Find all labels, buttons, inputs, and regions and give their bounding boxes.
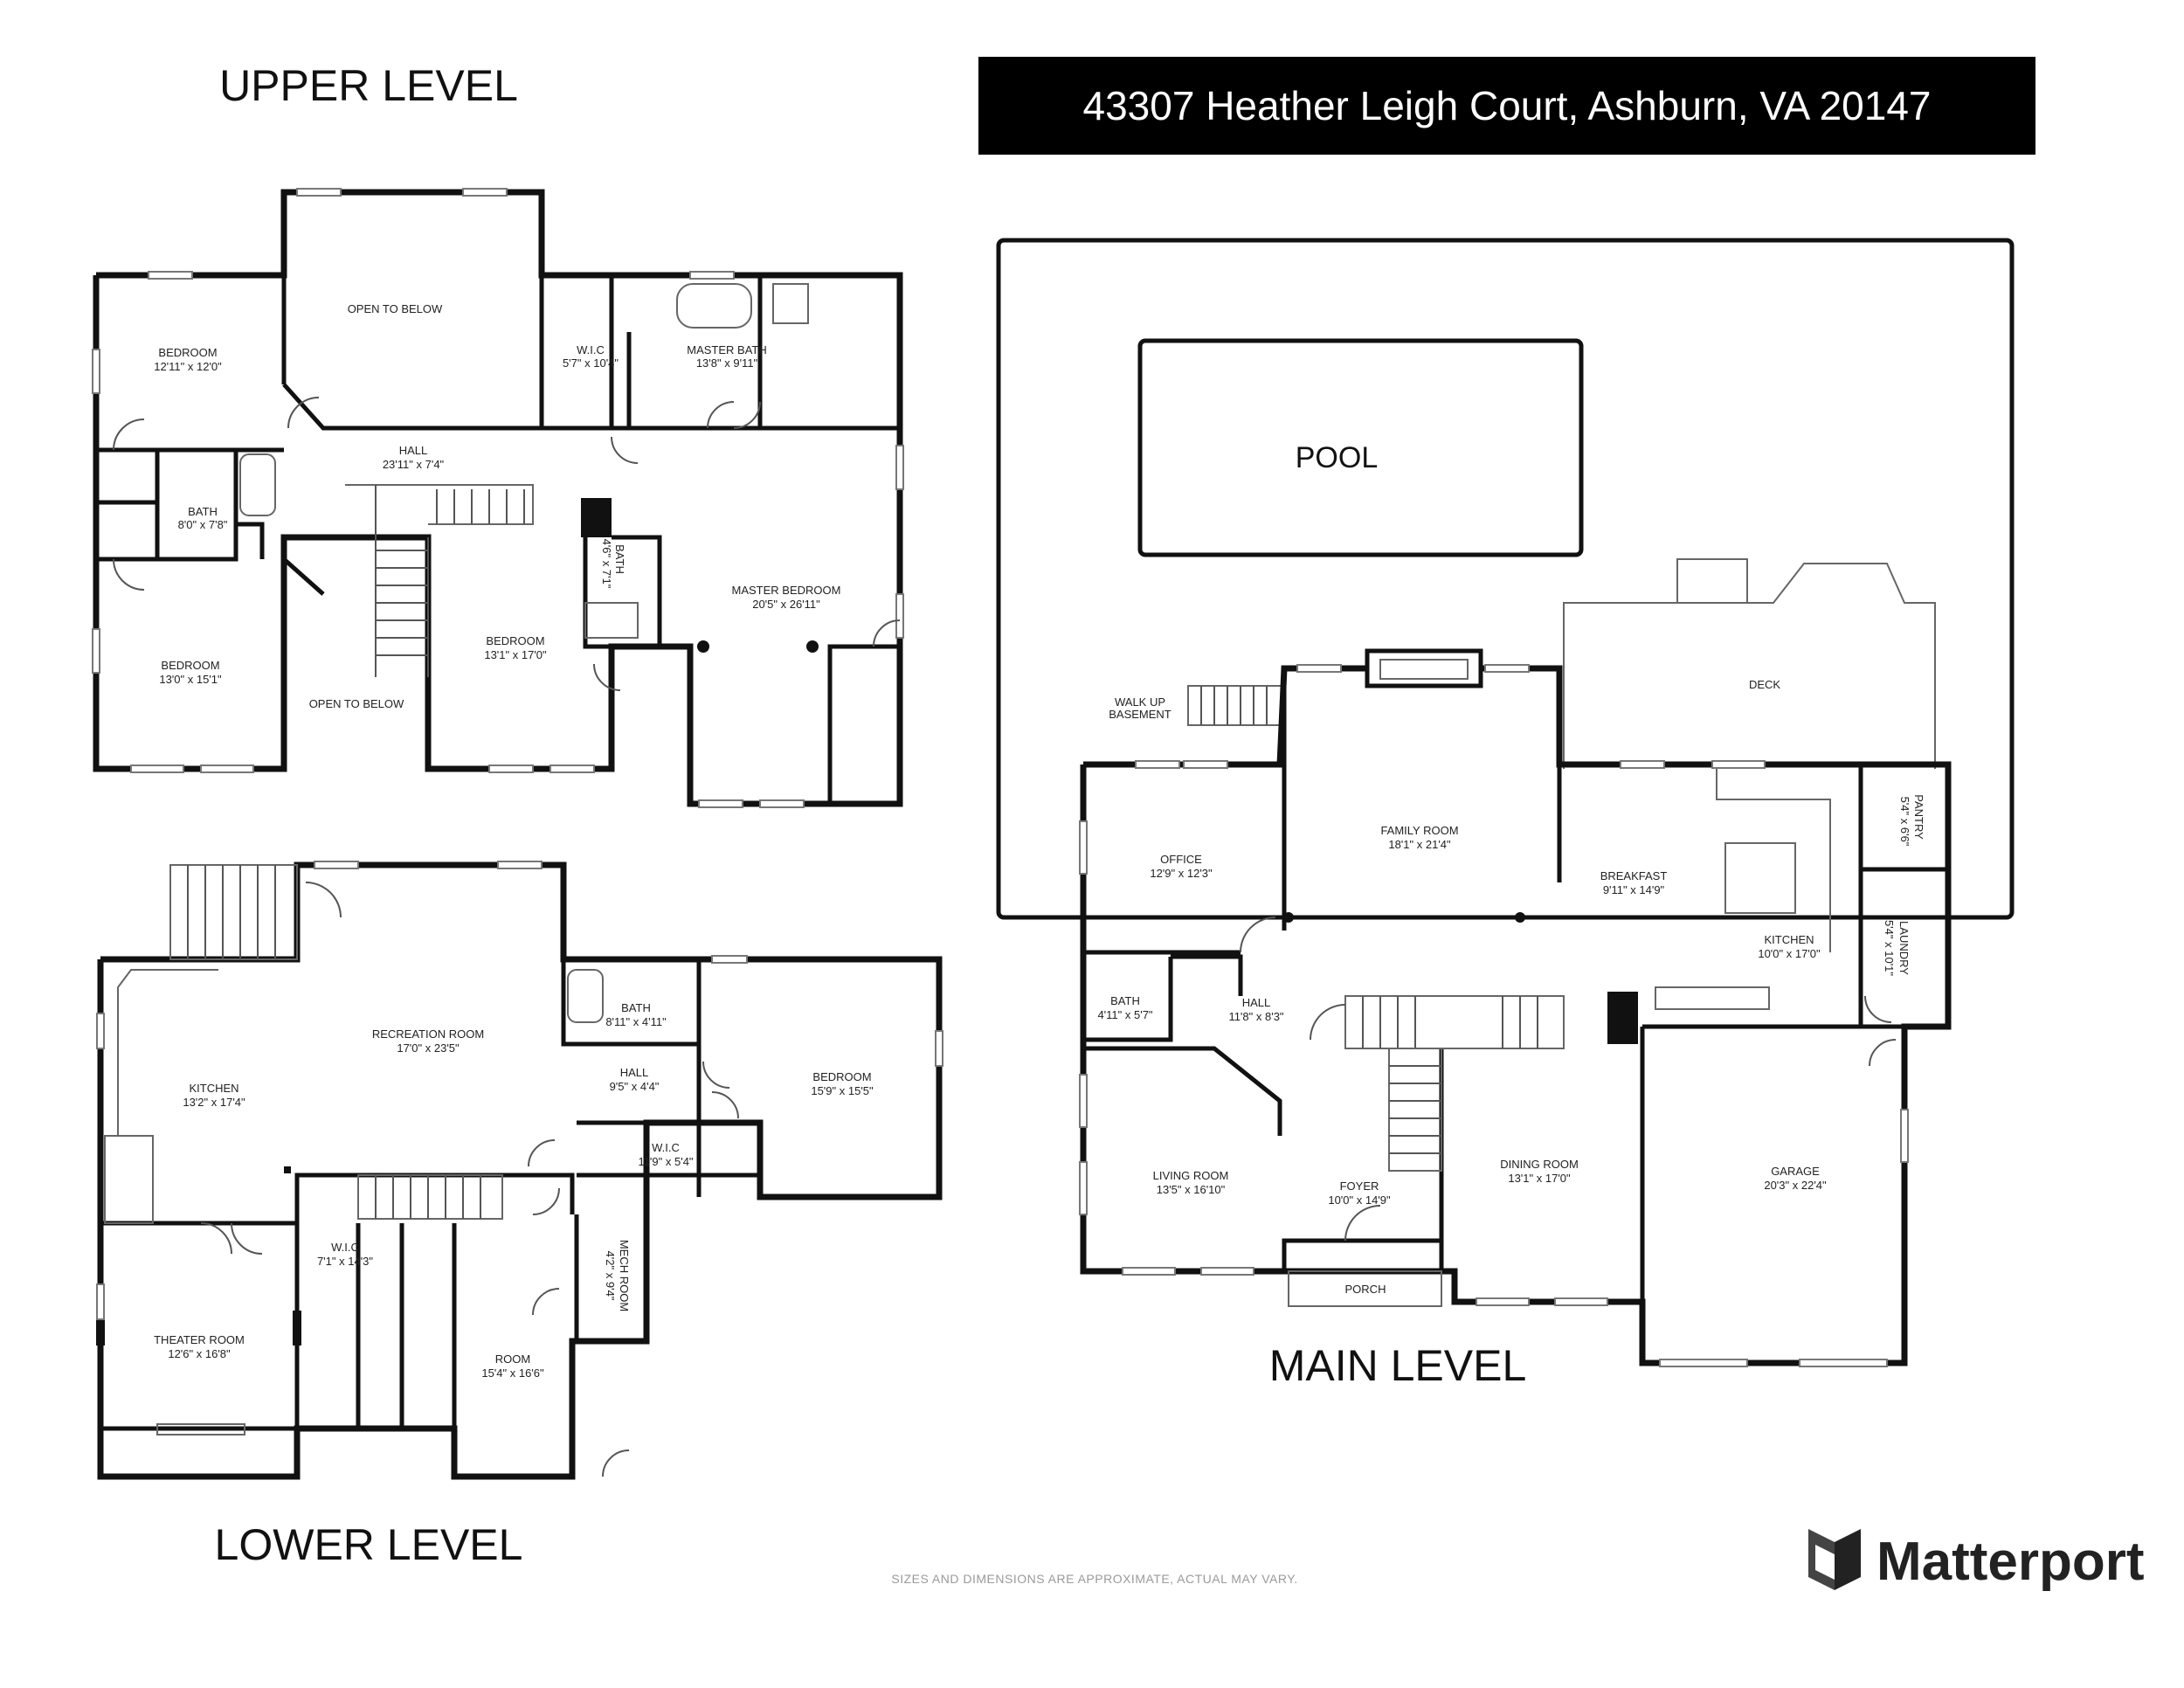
- deck-label: DECK: [1749, 678, 1780, 691]
- upper-bedroom-1-name: BEDROOM: [158, 346, 217, 359]
- main-bath-name: BATH: [1110, 994, 1140, 1007]
- garage-name: GARAGE: [1771, 1165, 1820, 1178]
- breakfast-name: BREAKFAST: [1600, 869, 1668, 882]
- main-room-labels: POOL DECK WALK UP BASEMENT FAMILY ROOM 1…: [1097, 441, 1925, 1296]
- upper-bath-1-dim: 8'0" x 7'8": [178, 518, 228, 531]
- pantry-dim: 5'4" x 6'6": [1898, 797, 1911, 847]
- upper-open-below-2-name: OPEN TO BELOW: [309, 697, 404, 710]
- laundry-dim: 5'4" x 10'1": [1883, 920, 1896, 976]
- lower-wic-2-dim: 7'1" x 14'3": [317, 1255, 373, 1268]
- upper-bedroom-1-dim: 12'11" x 12'0": [154, 360, 222, 373]
- dining-room-name: DINING ROOM: [1500, 1158, 1579, 1171]
- upper-room-labels: BEDROOM 12'11" x 12'0" OPEN TO BELOW W.I…: [154, 302, 840, 710]
- upper-level-plan: [92, 188, 904, 808]
- porch-name: PORCH: [1345, 1283, 1386, 1296]
- upper-bedroom-2-dim: 13'1" x 17'0": [484, 648, 547, 661]
- upper-level-title: UPPER LEVEL: [219, 61, 518, 110]
- lower-room-name: ROOM: [495, 1352, 530, 1366]
- foyer-dim: 10'0" x 14'9": [1328, 1193, 1391, 1207]
- pool: [1137, 338, 1584, 557]
- upper-master-bedroom-dim: 20'5" x 26'11": [752, 598, 820, 611]
- upper-master-bath-dim: 13'8" x 9'11": [696, 356, 758, 370]
- upper-bath-2-dim: 4'6" x 7'1": [600, 539, 613, 589]
- upper-bedroom-3-dim: 13'0" x 15'1": [159, 673, 222, 686]
- lower-kitchen-name: KITCHEN: [189, 1082, 238, 1095]
- disclaimer: SIZES AND DIMENSIONS ARE APPROXIMATE, AC…: [891, 1572, 1297, 1586]
- upper-stairs: [375, 485, 525, 677]
- lower-bedroom-name: BEDROOM: [812, 1070, 871, 1083]
- walk-up-sublabel: BASEMENT: [1109, 708, 1171, 721]
- main-level-title: MAIN LEVEL: [1269, 1341, 1527, 1390]
- lower-room-labels: RECREATION ROOM 17'0" x 23'5" BATH 8'11"…: [154, 1001, 874, 1380]
- main-stairs: [1344, 995, 1565, 1172]
- mech-room-name: MECH ROOM: [618, 1240, 631, 1311]
- matterport-logo-icon: [1808, 1529, 1861, 1590]
- lower-bedroom-dim: 15'9" x 15'5": [811, 1084, 874, 1097]
- upper-hall-name: HALL: [399, 444, 428, 457]
- lower-stairs: [169, 864, 503, 1220]
- upper-wic-dim: 5'7" x 10'4": [563, 356, 619, 370]
- main-hall-name: HALL: [1242, 996, 1271, 1009]
- lower-bath-name: BATH: [621, 1001, 651, 1014]
- recreation-room-name: RECREATION ROOM: [372, 1027, 484, 1041]
- lower-wic-2-name: W.I.C: [331, 1241, 359, 1254]
- kitchen-dim: 10'0" x 17'0": [1758, 947, 1821, 960]
- kitchen-name: KITCHEN: [1764, 933, 1814, 946]
- family-room-name: FAMILY ROOM: [1380, 824, 1458, 837]
- lower-room-dim: 15'4" x 16'6": [481, 1366, 544, 1380]
- address-text: 43307 Heather Leigh Court, Ashburn, VA 2…: [1083, 83, 1932, 128]
- walk-up-stairs: [1187, 685, 1285, 726]
- mech-room-dim: 4'2" x 9'4": [604, 1251, 617, 1301]
- office-dim: 12'9" x 12'3": [1150, 867, 1213, 880]
- walk-up-label: WALK UP: [1115, 695, 1165, 709]
- upper-hall-dim: 23'11" x 7'4": [383, 458, 445, 471]
- living-room-name: LIVING ROOM: [1153, 1169, 1229, 1182]
- living-room-dim: 13'5" x 16'10": [1157, 1183, 1226, 1196]
- upper-wic-name: W.I.C: [577, 343, 605, 356]
- lower-wic-1-name: W.I.C: [652, 1141, 680, 1154]
- breakfast-dim: 9'11" x 14'9": [1603, 883, 1665, 896]
- dining-room-dim: 13'1" x 17'0": [1508, 1172, 1571, 1185]
- main-hall-dim: 11'8" x 8'3": [1228, 1010, 1283, 1023]
- upper-bath-2-name: BATH: [613, 544, 626, 574]
- pool-label: POOL: [1296, 441, 1378, 474]
- upper-open-below-1-name: OPEN TO BELOW: [348, 302, 443, 315]
- office-name: OFFICE: [1160, 853, 1202, 866]
- upper-master-bedroom-name: MASTER BEDROOM: [732, 584, 841, 597]
- address-banner: [978, 57, 2035, 155]
- garage-dim: 20'3" x 22'4": [1764, 1179, 1827, 1192]
- theater-room-dim: 12'6" x 16'8": [168, 1347, 231, 1360]
- upper-bedroom-3-name: BEDROOM: [161, 659, 219, 672]
- recreation-room-dim: 17'0" x 23'5": [397, 1041, 460, 1055]
- lower-bath-dim: 8'11" x 4'11": [605, 1015, 667, 1028]
- family-room-dim: 18'1" x 21'4": [1388, 838, 1451, 851]
- lower-level-title: LOWER LEVEL: [215, 1520, 523, 1569]
- lower-hall-name: HALL: [620, 1066, 649, 1079]
- theater-room-name: THEATER ROOM: [154, 1333, 245, 1346]
- main-bath-dim: 4'11" x 5'7": [1097, 1008, 1152, 1021]
- brand-name: Matterport: [1876, 1532, 2145, 1592]
- lower-hall-dim: 9'5" x 4'4": [610, 1080, 660, 1093]
- upper-master-bath-name: MASTER BATH: [687, 343, 767, 356]
- lower-kitchen-dim: 13'2" x 17'4": [183, 1096, 245, 1109]
- foyer-name: FOYER: [1340, 1180, 1379, 1193]
- main-level-plan: [996, 238, 2015, 1367]
- lower-level-plan: [96, 861, 943, 1480]
- pantry-name: PANTRY: [1912, 794, 1925, 840]
- upper-bath-1-name: BATH: [188, 505, 218, 518]
- upper-bedroom-2-name: BEDROOM: [486, 634, 544, 647]
- laundry-name: LAUNDRY: [1897, 921, 1911, 975]
- lower-wic-1-dim: 11'9" x 5'4": [638, 1155, 693, 1168]
